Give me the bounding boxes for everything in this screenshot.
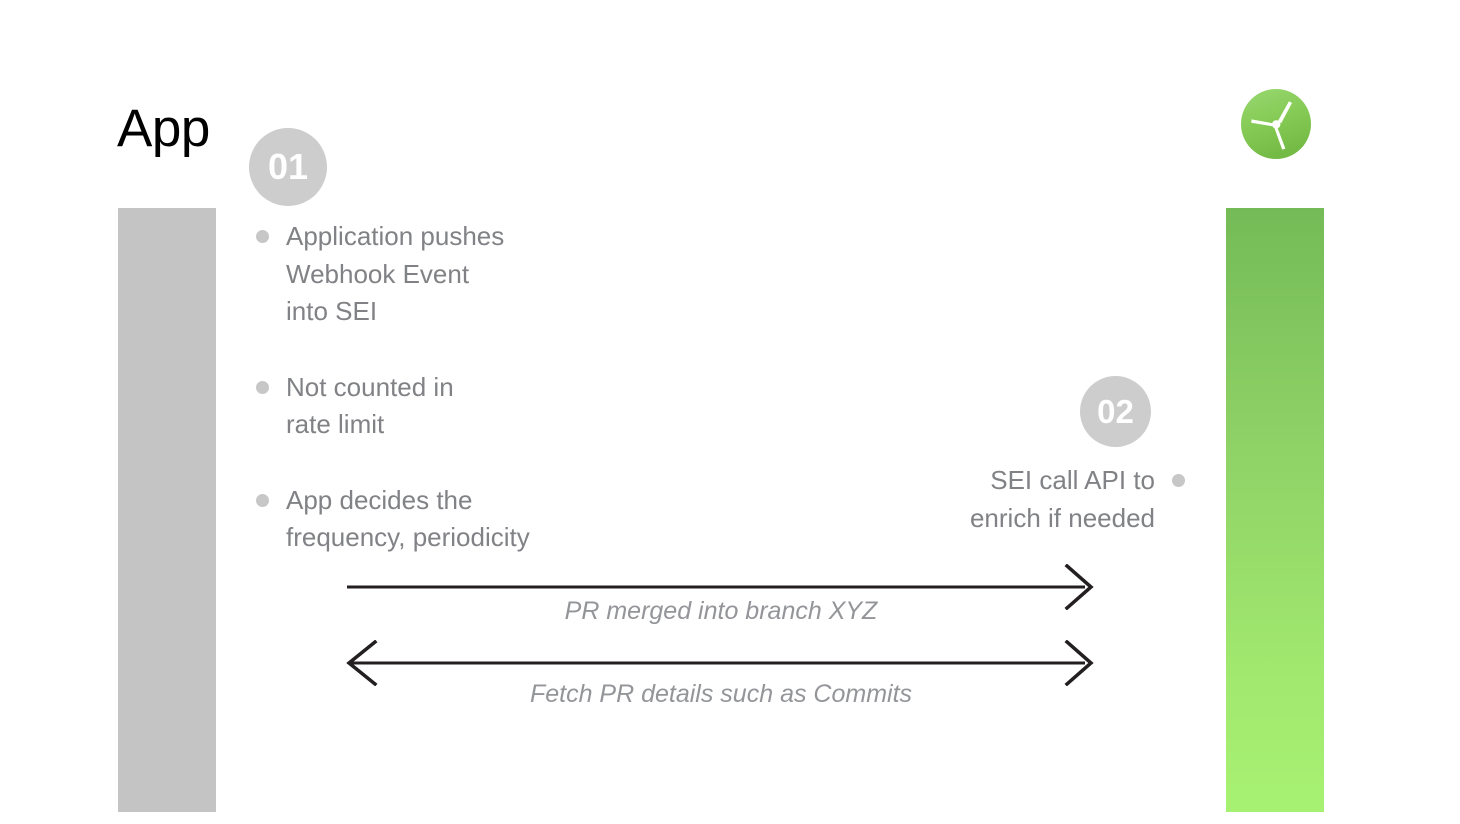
bullet-text: App decides the frequency, periodicity [286,484,530,553]
fetch-pr-details-arrow-label: Fetch PR details such as Commits [529,680,913,708]
list-item: Not counted in rate limit [256,369,656,444]
page-title: App [117,99,210,158]
step-badge-01-label: 01 [267,146,309,187]
pr-merged-arrow-label: PR merged into branch XYZ [564,597,878,625]
bullet-list-sei: SEI call API to enrich if needed [900,462,1185,537]
bullet-list-app: Application pushes Webhook Event into SE… [256,218,656,557]
pr-merged-arrow [345,563,1097,611]
propeller-logo-icon [1240,88,1312,160]
bullet-text: Not counted in rate limit [286,371,454,440]
step-badge-02-label: 02 [1097,392,1134,430]
list-item: App decides the frequency, periodicity [256,482,656,557]
lifeline-bar-app [118,208,216,812]
list-item: Application pushes Webhook Event into SE… [256,218,656,331]
bullet-text: SEI call API to enrich if needed [969,465,1155,533]
bullet-dot-icon [256,230,269,243]
fetch-pr-details-arrow [345,639,1097,687]
step-badge-02: 02 [1080,376,1151,447]
bullet-text: Application pushes Webhook Event into SE… [286,221,505,326]
bullet-dot-icon [256,493,269,507]
bullet-dot-icon [256,380,269,394]
bullet-dot-icon [1172,474,1185,487]
list-item: SEI call API to enrich if needed [900,462,1185,537]
step-badge-01: 01 [249,128,327,206]
lifeline-bar-sei [1226,208,1324,812]
